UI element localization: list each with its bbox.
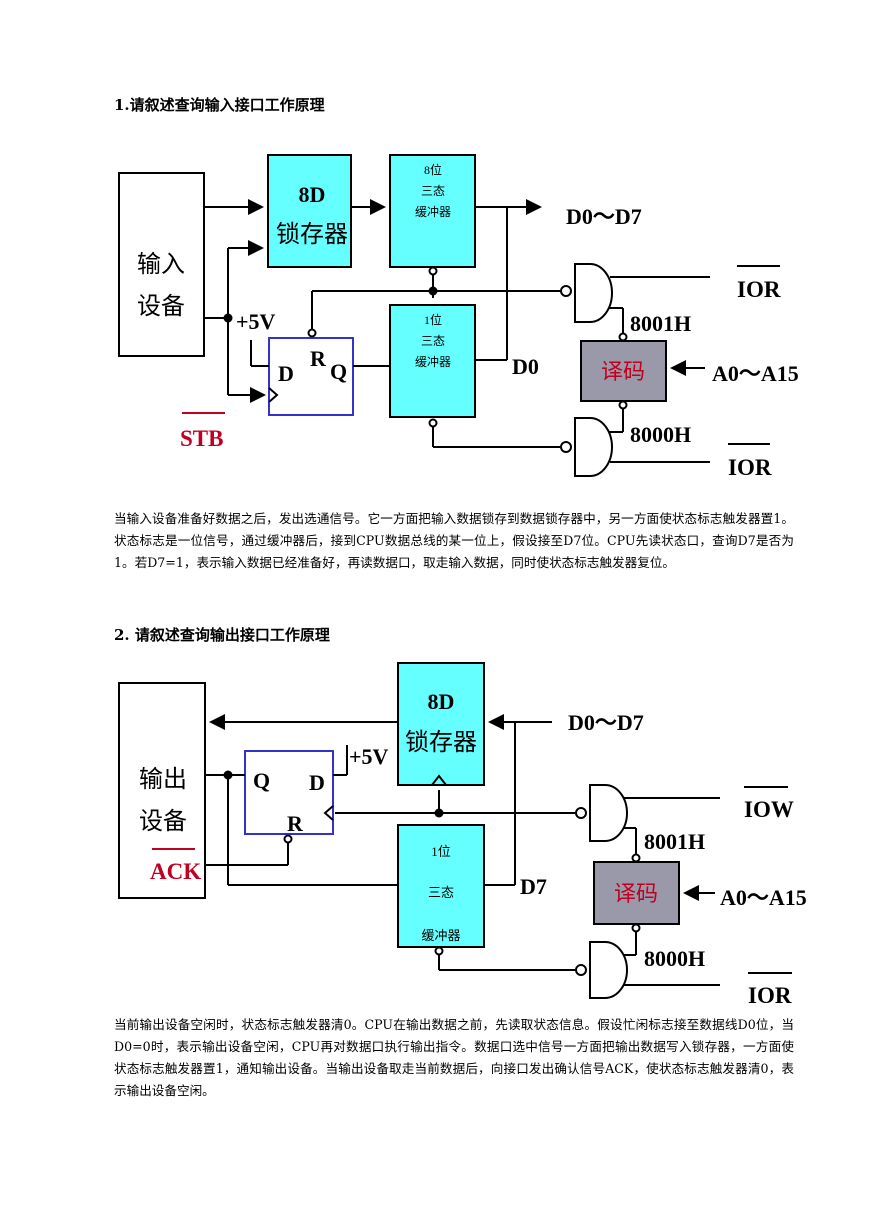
data-bus-label: D0～D7 xyxy=(568,710,644,735)
buffer8-label-1: 8位 xyxy=(424,162,442,177)
ff-d-label: D xyxy=(278,361,294,386)
section2-heading: 2. 请叙述查询输出接口工作原理 xyxy=(114,626,330,644)
address-bus-label: A0～A15 xyxy=(712,361,799,386)
buffer1-label-2: 三态 xyxy=(421,334,445,348)
latch-label-1: 8D xyxy=(428,689,455,714)
buffer1-label-3: 缓冲器 xyxy=(415,354,451,369)
addr-8001-label: 8001H xyxy=(644,829,705,854)
ior-bottom-label: IOR xyxy=(728,455,772,480)
addr-8000-label: 8000H xyxy=(630,422,691,447)
decoder-label: 译码 xyxy=(614,882,658,907)
buffer8-label-2: 三态 xyxy=(421,184,445,198)
ior-top-label: IOR xyxy=(737,277,781,302)
nand-gate-top xyxy=(574,263,613,323)
stb-label: STB xyxy=(180,426,223,451)
output-device-label-1: 输出 xyxy=(139,766,187,793)
iow-label: IOW xyxy=(744,797,794,822)
latch-box xyxy=(267,154,352,268)
addr-8001-label: 8001H xyxy=(630,311,691,336)
section1-paragraph: 当输入设备准备好数据之后，发出选通信号。它一方面把输入数据锁存到数据锁存器中，另… xyxy=(114,511,794,570)
output-interface-diagram: 输出 设备 锁存器 8D 1位 三态 缓冲器 D0～D7 D7 +5V Q D … xyxy=(118,662,807,1008)
nand-gate-bottom xyxy=(589,941,628,999)
plus5v-label: +5V xyxy=(236,309,276,334)
nand-gate-bottom xyxy=(574,417,613,477)
buffer1-label-2: 三态 xyxy=(428,885,454,900)
flipflop-box xyxy=(244,750,334,835)
ack-label: ACK xyxy=(150,859,201,884)
buffer1-box xyxy=(397,824,485,948)
decoder-label: 译码 xyxy=(601,360,645,385)
ior-label: IOR xyxy=(748,983,792,1008)
latch-label-1: 8D xyxy=(299,182,326,207)
buffer8-label-3: 缓冲器 xyxy=(415,204,451,219)
ff-r-label: R xyxy=(287,811,304,836)
input-device-box xyxy=(118,172,205,357)
ff-q-label: Q xyxy=(330,359,347,384)
input-device-label-1: 输入 xyxy=(137,251,185,278)
buffer1-label-1: 1位 xyxy=(424,312,442,327)
ff-d-label: D xyxy=(309,770,325,795)
d7-label: D7 xyxy=(520,874,547,899)
latch-box xyxy=(397,662,485,786)
input-interface-diagram: 输入 设备 锁存器 8D 8位 三态 缓冲器 1位 三态 缓冲器 D0～D7 D… xyxy=(118,154,799,480)
addr-8000-label: 8000H xyxy=(644,946,705,971)
plus5v-label: +5V xyxy=(349,744,389,769)
flipflop-box xyxy=(268,337,354,416)
address-bus-label: A0～A15 xyxy=(720,885,807,910)
buffer1-label-3: 缓冲器 xyxy=(421,928,460,943)
section1-heading: 1.请叙述查询输入接口工作原理 xyxy=(114,96,325,114)
d0-label: D0 xyxy=(512,354,539,379)
input-device-label-2: 设备 xyxy=(137,293,185,320)
nand-gate-top xyxy=(589,784,628,842)
ff-q-label: Q xyxy=(253,768,270,793)
latch-label-2: 锁存器 xyxy=(276,221,348,248)
ff-r-label: R xyxy=(310,346,327,371)
section2-paragraph: 当前输出设备空闲时，状态标志触发器清0。CPU在输出数据之前，先读取状态信息。假… xyxy=(114,1017,794,1098)
output-device-label-2: 设备 xyxy=(139,808,187,835)
latch-label-2: 锁存器 xyxy=(405,729,477,756)
output-device-box xyxy=(118,682,206,899)
buffer1-label-1: 1位 xyxy=(431,844,451,859)
data-bus-label: D0～D7 xyxy=(566,204,642,229)
